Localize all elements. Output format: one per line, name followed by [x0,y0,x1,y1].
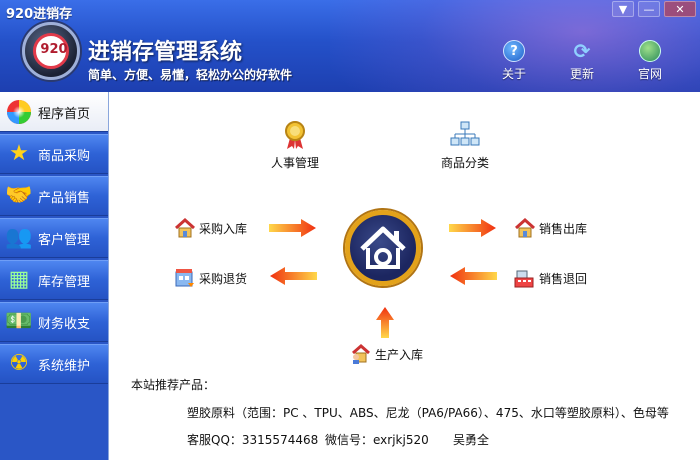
logo-ring: 920 [33,33,69,69]
sidebar-item-label: 程序首页 [38,106,91,122]
header-toolbar: ? 关于 ⟳ 更新 官网 [480,39,684,82]
window-title: 920进销存 [6,7,73,22]
globe-icon [639,40,661,62]
contact-qq: 客服QQ：3315574468 [187,433,319,447]
purchase-in-link[interactable]: 采购入库 [173,216,247,240]
recommend-products: 塑胶原料（范围：PC 、TPU、ABS、尼龙（PA6/PA66）、475、水口等… [187,406,669,420]
sales-return-link[interactable]: 销售退回 [513,266,587,290]
app-header: 920进销存 ▼ — ✕ 920 进销存管理系统 简单、方便、易懂，轻松办公的好… [0,0,700,92]
sidebar: 程序首页 ★ 商品采购 🤝 产品销售 👥 客户管理 ▦ 库存管理 💵 财务收支 … [0,92,108,460]
users-icon: 👥 [5,225,33,250]
handshake-icon: 🤝 [5,183,33,208]
sidebar-item-maintenance[interactable]: ☢ 系统维护 [0,344,108,384]
radiation-icon: ☢ [9,351,29,376]
hr-management-link[interactable]: 人事管理 [271,120,319,171]
money-icon: 💵 [5,309,33,334]
refresh-icon: ⟳ [573,39,591,63]
help-icon: ? [503,40,525,62]
colorwheel-icon [4,97,34,127]
close-button[interactable]: ✕ [664,1,696,17]
hr-label: 人事管理 [271,156,320,170]
production-in-label: 生产入库 [375,347,424,362]
production-in-link[interactable]: 生产入库 [349,342,423,366]
sidebar-item-finance[interactable]: 💵 财务收支 [0,302,108,342]
website-button[interactable]: 官网 [616,40,684,82]
about-button[interactable]: ? 关于 [480,40,548,82]
arrow-left-icon [450,267,497,285]
house-icon [513,216,537,240]
house-icon [173,216,197,240]
sidebar-item-label: 系统维护 [38,358,91,374]
sales-out-link[interactable]: 销售出库 [513,216,587,240]
center-house-emblem [345,210,421,286]
sidebar-item-customers[interactable]: 👥 客户管理 [0,218,108,258]
app-slogan: 简单、方便、易懂，轻松办公的好软件 [88,68,293,82]
shop-return-icon [173,266,197,290]
app-logo: 920 [22,22,80,80]
window-controls: ▼ — ✕ [612,1,696,17]
product-category-link[interactable]: 商品分类 [441,120,489,171]
sidebar-item-label: 库存管理 [38,274,91,290]
sidebar-item-label: 商品采购 [38,148,91,164]
contact-wechat: 微信号：exrjkj520 [325,433,429,447]
purchase-in-label: 采购入库 [199,221,248,236]
sales-return-label: 销售退回 [539,271,588,286]
house-person-icon [349,342,373,366]
update-button[interactable]: ⟳ 更新 [548,39,616,82]
purchase-return-label: 采购退货 [199,271,248,286]
update-label: 更新 [569,67,594,81]
contact-name: 吴勇全 [453,433,490,447]
sidebar-item-home[interactable]: 程序首页 [0,92,108,132]
about-label: 关于 [501,67,526,81]
arrow-up-icon [376,307,394,338]
window-menu-button[interactable]: ▼ [612,1,634,17]
sidebar-item-purchase[interactable]: ★ 商品采购 [0,134,108,174]
arrow-left-icon [270,267,317,285]
sidebar-item-label: 客户管理 [38,232,91,248]
arrow-right-icon [269,219,316,237]
sidebar-item-sales[interactable]: 🤝 产品销售 [0,176,108,216]
sidebar-item-label: 产品销售 [38,190,91,206]
minimize-button[interactable]: — [638,1,660,17]
app-title: 进销存管理系统 [88,40,243,65]
main-panel: 人事管理 商品分类 采购入库 采购退货 销售出库 销售退回 [108,92,700,460]
website-label: 官网 [637,67,662,81]
hierarchy-icon [450,120,480,150]
logo-text: 920 [40,42,68,57]
recommend-title: 本站推荐产品： [131,378,216,392]
medal-icon [280,120,310,150]
sidebar-item-inventory[interactable]: ▦ 库存管理 [0,260,108,300]
boxes-icon: ▦ [8,267,30,292]
category-label: 商品分类 [441,156,490,170]
star-icon: ★ [9,141,29,166]
purchase-return-link[interactable]: 采购退货 [173,266,247,290]
sales-out-label: 销售出库 [539,221,588,236]
arrow-right-icon [449,219,496,237]
sidebar-item-label: 财务收支 [38,316,91,332]
cash-register-icon [513,266,537,290]
